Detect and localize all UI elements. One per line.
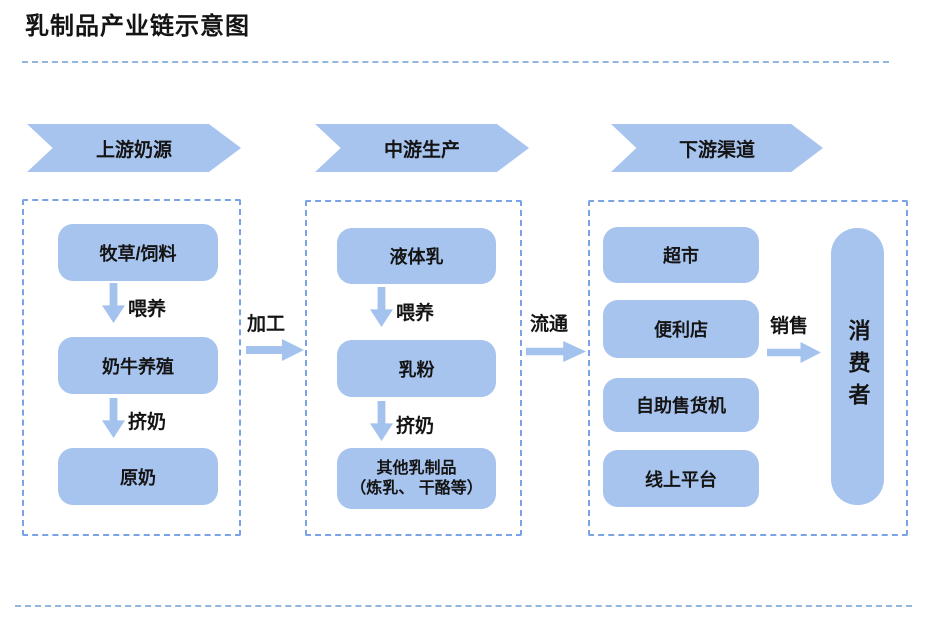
node-other-dairy-products: 其他乳制品 （炼乳、 干酪等）	[337, 448, 496, 509]
node-online-platform: 线上平台	[603, 450, 759, 507]
node-other-dairy-line2: （炼乳、 干酪等）	[350, 479, 483, 497]
edge-label-feeding: 喂养	[396, 303, 435, 324]
node-liquid-milk: 液体乳	[337, 228, 496, 284]
connector-label-processing: 加工	[247, 314, 286, 335]
downstream-group-frame	[588, 200, 908, 536]
node-milk-powder: 乳粉	[337, 340, 496, 397]
node-other-dairy-line1: 其他乳制品	[376, 459, 457, 477]
top-divider-line	[22, 61, 889, 63]
edge-label-feeding: 喂养	[128, 299, 167, 320]
bottom-divider-line	[15, 605, 912, 607]
edge-label-milking: 挤奶	[128, 412, 167, 433]
node-consumer: 消费者	[831, 228, 884, 505]
banner-midstream: 中游生产	[315, 124, 529, 172]
banner-upstream-label: 上游奶源	[95, 139, 172, 161]
banner-downstream: 下游渠道	[611, 124, 823, 172]
connector-label-sales: 销售	[770, 316, 809, 337]
banner-midstream-label: 中游生产	[383, 139, 460, 161]
node-vending-machine: 自助售货机	[603, 378, 759, 432]
node-convenience-store: 便利店	[603, 300, 759, 358]
node-pasture-feed: 牧草/饲料	[58, 224, 218, 281]
edge-label-milking: 挤奶	[396, 416, 435, 437]
banner-downstream-label: 下游渠道	[678, 139, 755, 161]
banner-upstream: 上游奶源	[27, 124, 241, 172]
right-arrow-icon	[246, 339, 304, 361]
node-raw-milk: 原奶	[58, 448, 218, 505]
midstream-group-frame	[305, 200, 522, 536]
page-title: 乳制品产业链示意图	[25, 13, 250, 40]
node-dairy-farming: 奶牛养殖	[58, 337, 218, 394]
upstream-group-frame	[22, 199, 241, 536]
connector-label-distribution: 流通	[530, 314, 569, 335]
node-supermarket: 超市	[603, 227, 759, 283]
right-arrow-icon	[526, 341, 586, 362]
